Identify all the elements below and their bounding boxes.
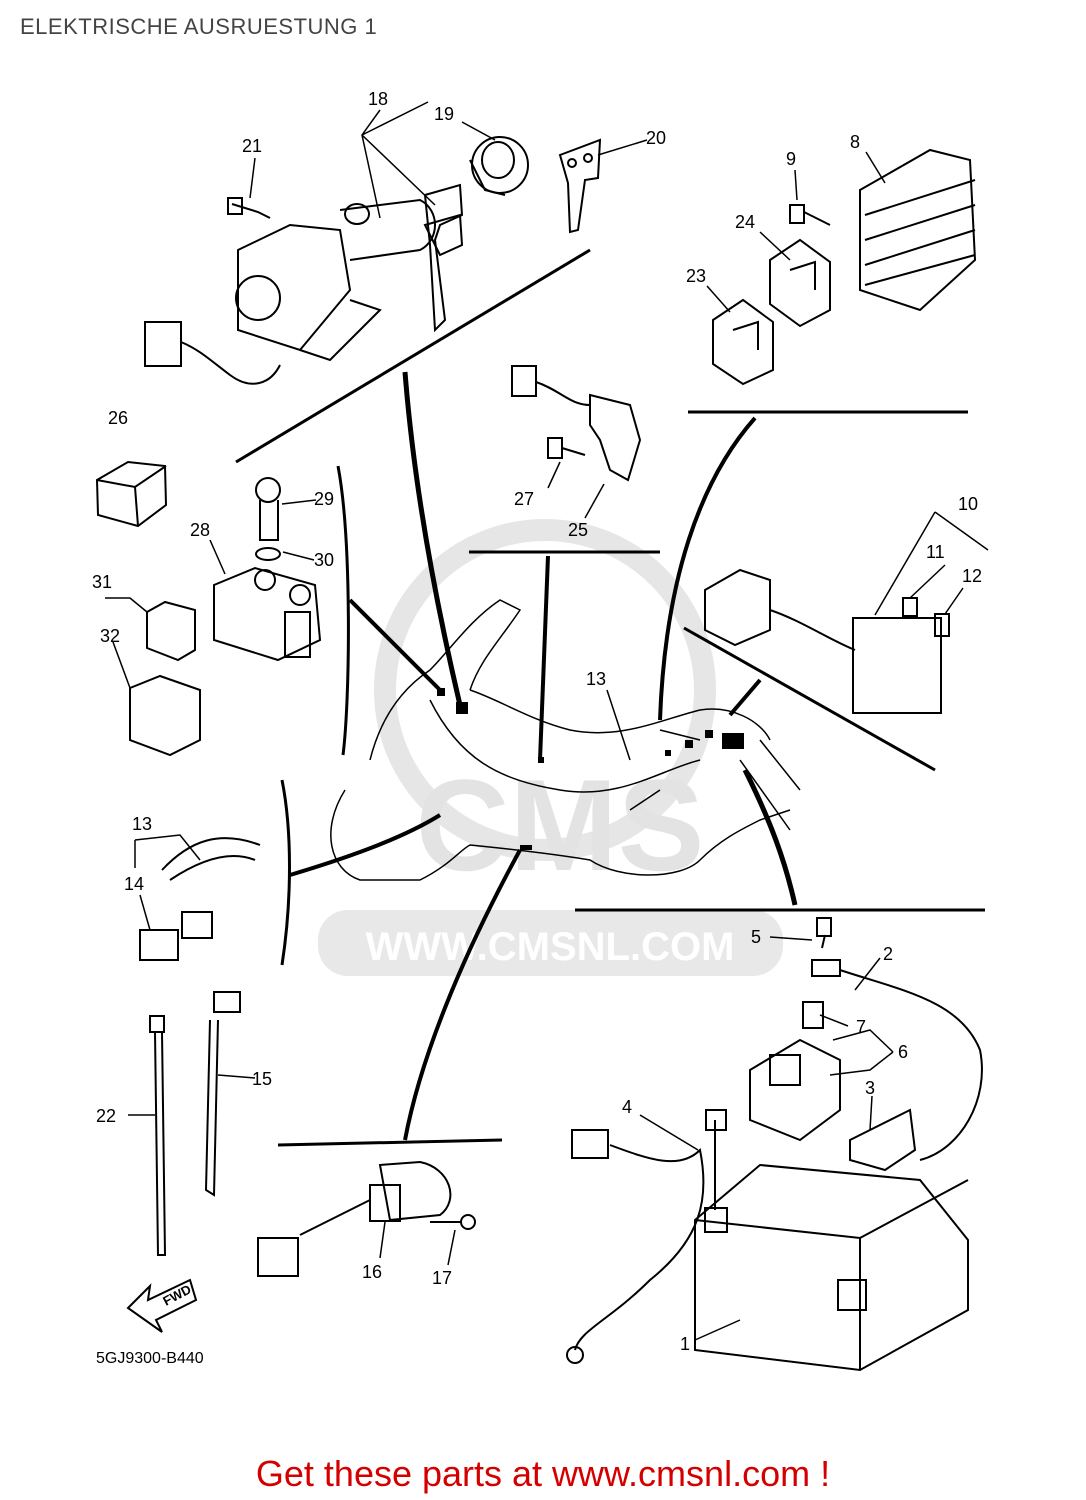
group-bracket-left	[336, 465, 350, 756]
part-label-24: 24	[735, 212, 755, 232]
leader-ignition	[402, 371, 463, 706]
part-label-8: 8	[850, 132, 860, 152]
group-bracket-ignition	[235, 248, 591, 464]
motorcycle-tail	[739, 739, 801, 831]
watermark: CMS WWW.CMSNL.COM	[318, 519, 783, 976]
page-title: ELEKTRISCHE AUSRUESTUNG 1	[20, 14, 378, 39]
part-label-27: 27	[514, 489, 534, 509]
part-label-4: 4	[622, 1097, 632, 1117]
part-label-19: 19	[434, 104, 454, 124]
part-label-28: 28	[190, 520, 210, 540]
group-bracket-switch	[277, 1138, 503, 1147]
part-labels: 18 19 20 21 9 8 24 23 26 27 25 29 30 28 …	[92, 89, 982, 1354]
motorcycle-tank	[469, 689, 771, 741]
part-label-3: 3	[865, 1078, 875, 1098]
leader-switch	[403, 849, 522, 1141]
part-label-2: 2	[883, 944, 893, 964]
part-label-20: 20	[646, 128, 666, 148]
part-label-6: 6	[898, 1042, 908, 1062]
part-label-22: 22	[96, 1106, 116, 1126]
leader-battery	[742, 768, 798, 906]
part-label-16: 16	[362, 1262, 382, 1282]
group-bracket-fuse	[683, 626, 936, 772]
motorcycle-outline	[330, 789, 791, 881]
part-label-30: 30	[314, 550, 334, 570]
part-label-10: 10	[958, 494, 978, 514]
group-bracket-harness	[280, 779, 291, 966]
motorcycle-front	[369, 599, 522, 761]
motorcycle-frame	[429, 699, 701, 793]
part-label-21: 21	[242, 136, 262, 156]
leader-sidestand	[538, 555, 550, 761]
leader-fuse	[728, 678, 762, 717]
cta-link[interactable]: Get these parts at www.cmsnl.com !	[255, 1453, 831, 1494]
part-label-5: 5	[751, 927, 761, 947]
part-label-25: 25	[568, 520, 588, 540]
part-label-18: 18	[368, 89, 388, 109]
part-label-15: 15	[252, 1069, 272, 1089]
part-label-13-harness: 13	[132, 814, 152, 834]
part-label-9: 9	[786, 149, 796, 169]
part-label-32: 32	[100, 626, 120, 646]
part-label-13: 13	[586, 669, 606, 689]
leader-left	[348, 598, 442, 692]
part-label-12: 12	[962, 566, 982, 586]
leader-regulator	[658, 416, 757, 721]
part-label-31: 31	[92, 572, 112, 592]
part-label-29: 29	[314, 489, 334, 509]
connector-markers	[437, 688, 744, 850]
drawing-code: 5GJ9300-B440	[96, 1350, 204, 1367]
leader-harness	[289, 813, 442, 877]
part-label-7: 7	[856, 1017, 866, 1037]
part-label-26: 26	[108, 408, 128, 428]
watermark-url: WWW.CMSNL.COM	[366, 925, 735, 969]
part-label-11: 11	[926, 542, 945, 562]
part-label-14: 14	[124, 874, 144, 894]
part-label-17: 17	[432, 1268, 452, 1288]
part-label-23: 23	[686, 266, 706, 286]
part-label-1: 1	[680, 1334, 690, 1354]
